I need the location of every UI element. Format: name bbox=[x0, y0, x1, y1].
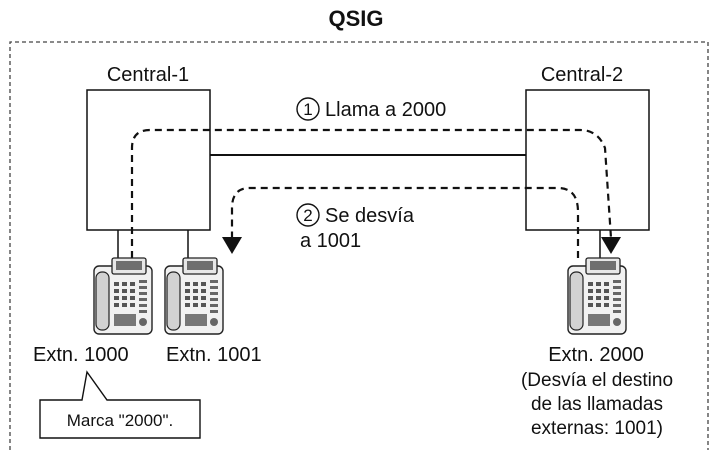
pbx-2-label: Central-2 bbox=[541, 64, 623, 86]
step-2-number: 2 bbox=[303, 206, 312, 225]
desk-phone-icon bbox=[93, 257, 153, 335]
qsig-network-boundary bbox=[9, 41, 709, 450]
extn-2000-label: Extn. 2000 bbox=[548, 344, 644, 366]
arrowhead-icon bbox=[601, 237, 621, 254]
call-path-step-2 bbox=[230, 186, 580, 258]
extn-1001-label: Extn. 1001 bbox=[166, 344, 262, 366]
extn-2000-note-line-3: externas: 1001) bbox=[531, 418, 663, 439]
extn-2000-note-line-2: de las llamadas bbox=[531, 394, 663, 415]
dial-callout-bubble bbox=[39, 370, 201, 439]
step-2-number-circle bbox=[296, 203, 320, 227]
step-2-label-line-2: a 1001 bbox=[300, 230, 361, 252]
step-1-number: 1 bbox=[303, 100, 312, 119]
diagram-title: QSIG bbox=[328, 6, 383, 31]
pbx-2-box bbox=[525, 89, 650, 231]
desk-phone-icon bbox=[567, 257, 627, 335]
desk-phone-icon bbox=[164, 257, 224, 335]
step-1-label: Llama a 2000 bbox=[325, 99, 446, 121]
step-2-label-line-1: Se desvía bbox=[325, 205, 415, 227]
dial-callout-text: Marca "2000". bbox=[67, 411, 174, 430]
extn-1000-label: Extn. 1000 bbox=[33, 344, 129, 366]
arrowhead-icon bbox=[222, 237, 242, 254]
extn-2000-note-line-1: (Desvía el destino bbox=[521, 370, 673, 391]
pbx-1-box bbox=[86, 89, 211, 231]
pbx-1-label: Central-1 bbox=[107, 64, 189, 86]
step-1-number-circle bbox=[296, 97, 320, 121]
call-path-step-1 bbox=[130, 128, 613, 258]
